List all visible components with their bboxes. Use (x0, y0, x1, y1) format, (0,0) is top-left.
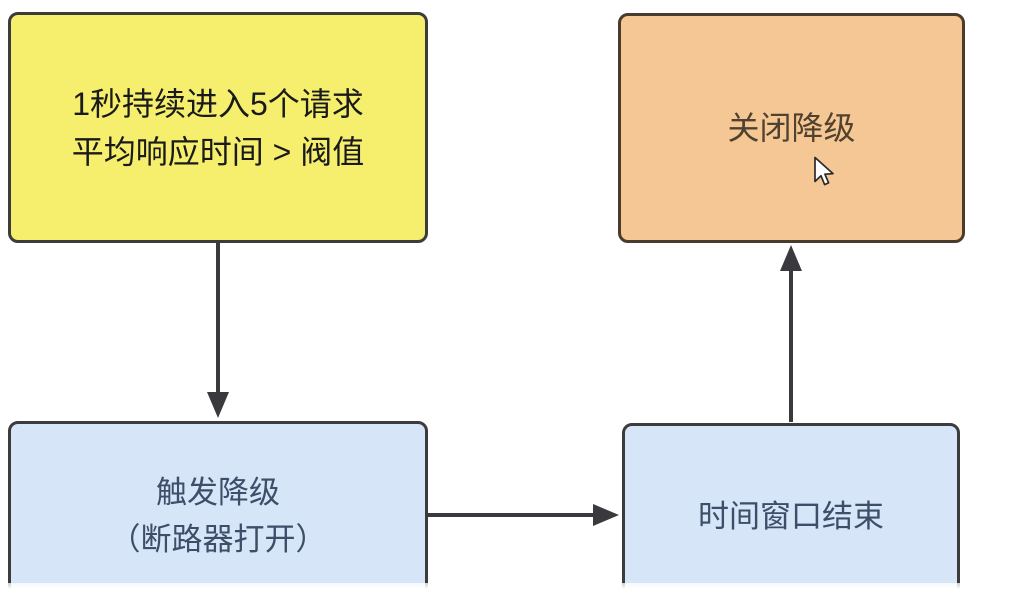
node-label-line: （断路器打开） (109, 521, 327, 557)
node-trigger-degradation: 触发降级 （断路器打开） (8, 421, 428, 594)
node-time-window-end-text: 时间窗口结束 (698, 493, 884, 540)
node-close-degradation-text: 关闭降级 (727, 104, 855, 152)
mouse-cursor-icon (814, 156, 834, 186)
bottom-crop-fade (0, 583, 1019, 594)
node-label-line: 关闭降级 (727, 110, 856, 146)
node-label-line: 触发降级 (156, 474, 280, 510)
node-label-line: 1秒持续进入5个请求 (72, 85, 364, 122)
node-trigger-condition: 1秒持续进入5个请求 平均响应时间 > 阀值 (8, 12, 428, 243)
arrowhead-down-icon (207, 392, 229, 418)
node-label-line: 时间窗口结束 (698, 499, 884, 534)
node-trigger-condition-text: 1秒持续进入5个请求 平均响应时间 > 阀值 (72, 80, 364, 176)
node-label-line: 平均响应时间 > 阀值 (71, 133, 365, 170)
node-close-degradation: 关闭降级 (618, 13, 965, 243)
node-time-window-end: 时间窗口结束 (622, 423, 960, 594)
edge-trigger-to-window (428, 513, 593, 517)
arrowhead-right-icon (593, 504, 619, 526)
edge-window-to-close (789, 268, 793, 422)
edge-condition-to-trigger (216, 243, 220, 395)
arrowhead-up-icon (780, 245, 802, 271)
node-trigger-degradation-text: 触发降级 （断路器打开） (110, 469, 327, 563)
